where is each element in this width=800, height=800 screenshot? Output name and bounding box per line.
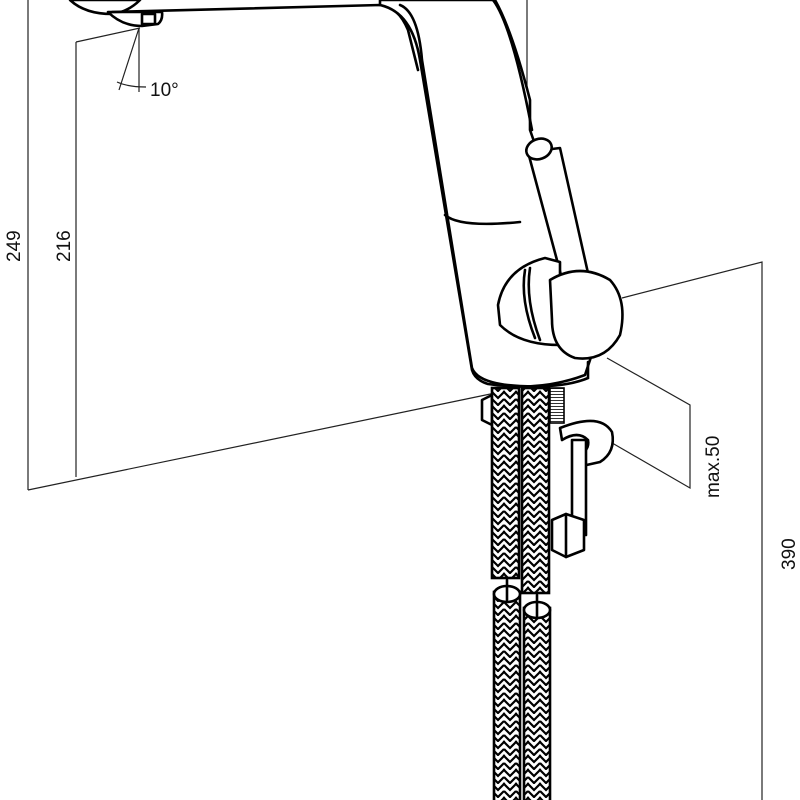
angle-tilted-line — [118, 27, 140, 91]
body-back-outline — [491, 0, 534, 132]
dim-label-390: 390 — [779, 538, 800, 570]
mounting-hardware — [480, 387, 615, 559]
spout-extension-line — [75, 27, 141, 43]
hose-lower-1 — [492, 590, 522, 800]
hose-lower-2 — [522, 606, 552, 800]
spout — [68, 0, 420, 72]
dim-label-216: 216 — [54, 230, 75, 262]
aerator — [140, 12, 157, 26]
body-front-outline — [398, 3, 590, 388]
dim-line-390 — [621, 261, 763, 800]
dim-label-249: 249 — [4, 230, 25, 262]
hose-upper-1 — [490, 386, 521, 580]
dimension-lines — [27, 0, 763, 800]
cartridge-ring-inner — [527, 266, 542, 342]
body-seam — [443, 213, 522, 226]
fixing-nut — [550, 512, 586, 559]
hoses — [490, 386, 552, 800]
deck-top-line — [27, 391, 501, 491]
lever-hub[interactable] — [548, 269, 624, 360]
hose-clip — [480, 393, 494, 427]
dim-label-max50: max.50 — [703, 436, 724, 498]
cartridge-ring — [522, 268, 537, 340]
mixing-lever[interactable] — [496, 135, 624, 360]
angle-arc — [116, 81, 147, 88]
dim-label-angle: 10° — [150, 80, 179, 101]
lever-cap[interactable] — [523, 135, 554, 163]
dim-line-max50 — [606, 357, 691, 490]
hose-upper-2 — [520, 386, 551, 595]
threaded-rod — [549, 387, 565, 424]
